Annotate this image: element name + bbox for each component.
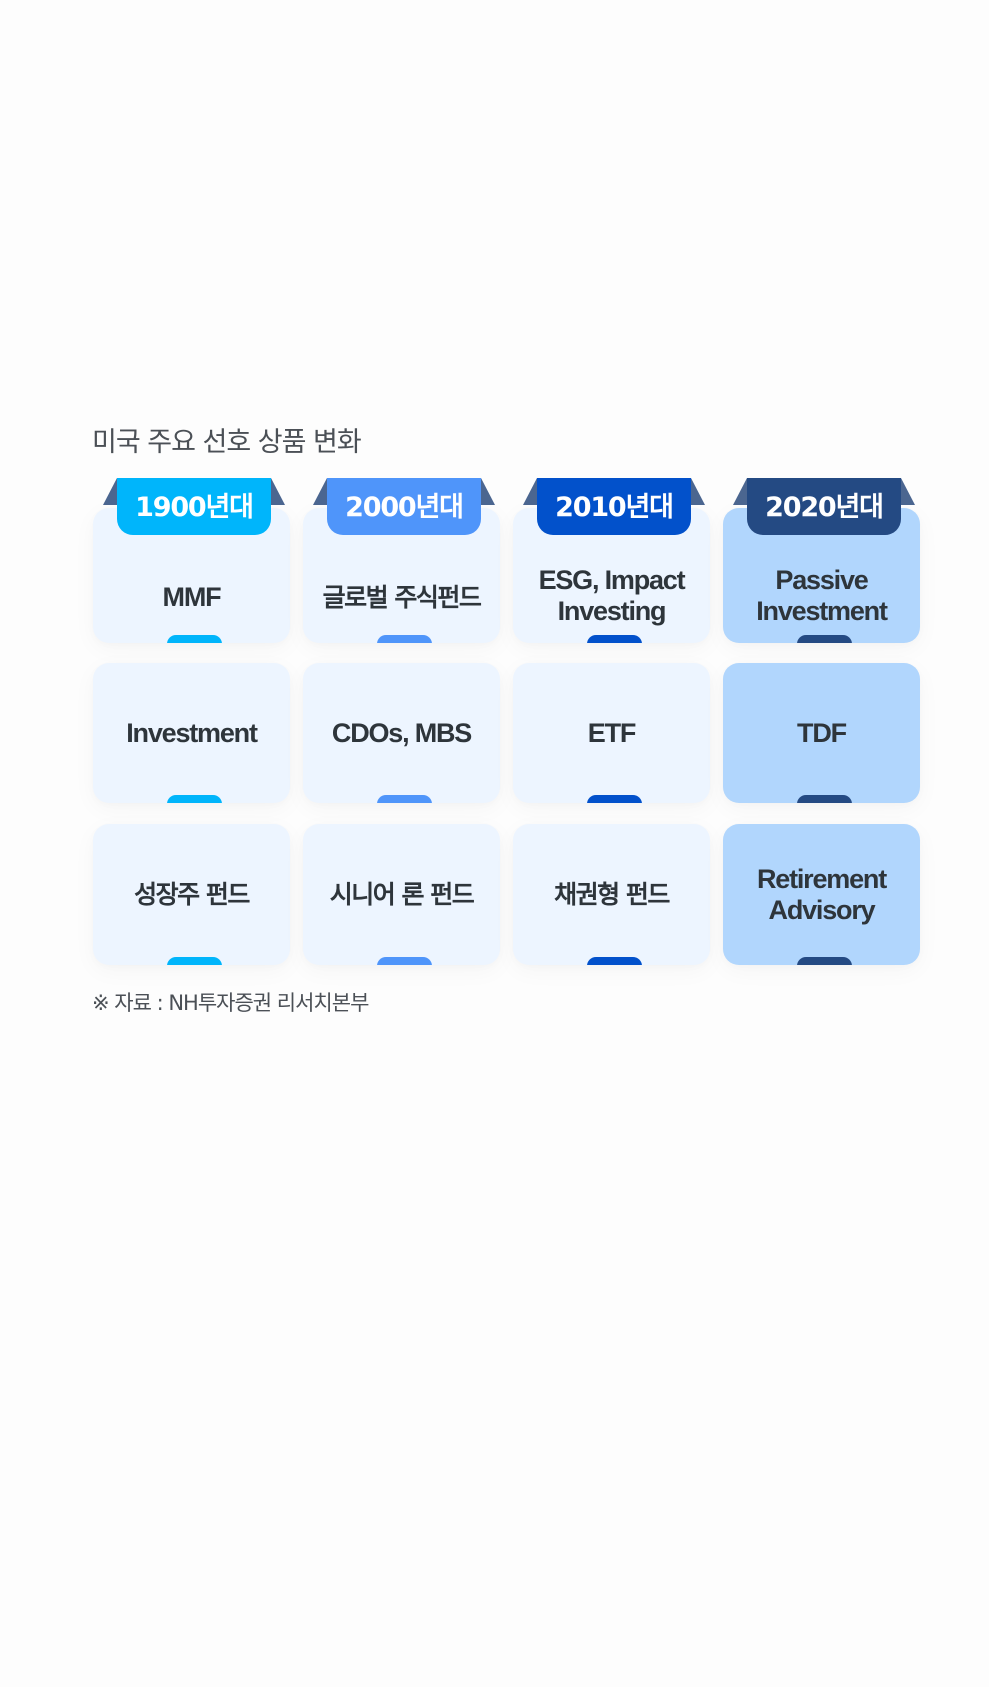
ribbon-fold-left xyxy=(313,478,327,505)
card-accent-tab xyxy=(586,795,642,803)
product-card: TDF xyxy=(723,663,920,803)
ribbon-fold-right xyxy=(691,478,705,505)
card-accent-tab xyxy=(166,635,222,643)
card-accent-tab xyxy=(586,635,642,643)
product-card: CDOs, MBS xyxy=(303,663,500,803)
product-card: 채권형 펀드 xyxy=(513,824,710,965)
product-card: 성장주 펀드 xyxy=(93,824,290,965)
product-name: 성장주 펀드 xyxy=(134,880,250,909)
product-name: MMF xyxy=(162,582,222,612)
era-ribbon: 2020년대 xyxy=(747,478,901,535)
card-accent-tab xyxy=(376,795,432,803)
product-name: CDOs, MBS xyxy=(331,717,472,748)
product-name: Passive Investment xyxy=(756,564,888,626)
product-name: 글로벌 주식펀드 xyxy=(322,583,482,612)
era-ribbon: 1900년대 xyxy=(117,478,271,535)
card-accent-tab xyxy=(586,957,642,965)
era-label: 1900년대 xyxy=(135,492,254,523)
ribbon-fold-left xyxy=(733,478,747,505)
era-label: 2020년대 xyxy=(765,492,884,523)
product-name: Retirement Advisory xyxy=(756,863,887,925)
card-accent-tab xyxy=(166,795,222,803)
ribbon-fold-left xyxy=(103,478,117,505)
product-card: 글로벌 주식펀드 xyxy=(303,508,500,643)
card-accent-tab xyxy=(796,957,852,965)
chart-title: 미국 주요 선호 상품 변화 xyxy=(92,427,362,458)
era-label: 2000년대 xyxy=(345,492,464,523)
product-name: ESG, Impact Investing xyxy=(538,564,686,626)
product-name: ETF xyxy=(587,717,637,748)
card-accent-tab xyxy=(376,957,432,965)
card-accent-tab xyxy=(796,635,852,643)
product-card: Investment xyxy=(93,663,290,803)
card-accent-tab xyxy=(376,635,432,643)
product-name: 채권형 펀드 xyxy=(554,880,670,909)
ribbon-fold-right xyxy=(901,478,915,505)
card-accent-tab xyxy=(796,795,852,803)
product-name: TDF xyxy=(797,717,847,748)
era-ribbon: 2010년대 xyxy=(537,478,691,535)
era-ribbon: 2000년대 xyxy=(327,478,481,535)
source-footnote: ※ 자료 : NH투자증권 리서치본부 xyxy=(92,991,369,1015)
card-accent-tab xyxy=(166,957,222,965)
product-name: Investment xyxy=(126,717,258,748)
ribbon-fold-right xyxy=(271,478,285,505)
product-name: 시니어 론 펀드 xyxy=(329,880,475,909)
product-card: ETF xyxy=(513,663,710,803)
ribbon-fold-left xyxy=(523,478,537,505)
product-card: 시니어 론 펀드 xyxy=(303,824,500,965)
product-card: ESG, Impact Investing xyxy=(513,508,710,643)
product-card: Retirement Advisory xyxy=(723,824,920,965)
era-label: 2010년대 xyxy=(555,492,674,523)
ribbon-fold-right xyxy=(481,478,495,505)
